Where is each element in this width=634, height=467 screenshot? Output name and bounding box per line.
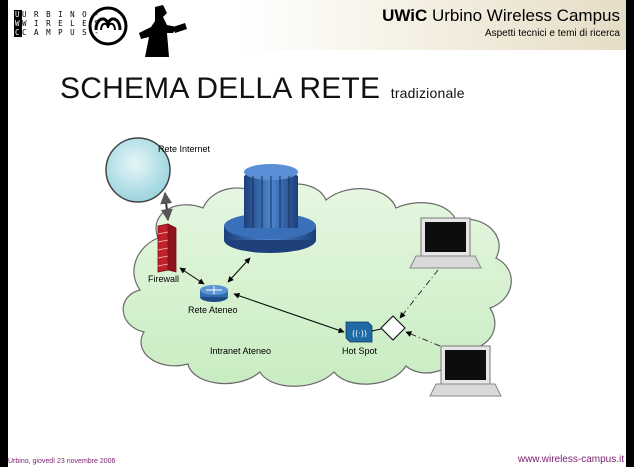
- header-bar: UWiC Urbino Wireless Campus Aspetti tecn…: [238, 0, 626, 50]
- uwic-logo-mark: [88, 6, 128, 46]
- footer-date: Urbino, giovedì 23 novembre 2006: [8, 458, 116, 465]
- logo-line-2: W I R E L E S S: [22, 19, 113, 28]
- link-router-server: [227, 257, 251, 283]
- laptop-icon-bottom: [429, 345, 502, 397]
- link-router-hotspot: [233, 292, 345, 334]
- access-point-diamond-icon: [380, 315, 406, 341]
- logo-line-3: C A M P U S -: [22, 28, 101, 37]
- internet-label: Rete Internet: [158, 144, 211, 154]
- firewall-label: Firewall: [148, 274, 179, 284]
- header-title: UWiC Urbino Wireless Campus: [382, 6, 620, 26]
- header-subtitle: Aspetti tecnici e temi di ricerca: [484, 28, 620, 39]
- footer-url: www.wireless-campus.it: [517, 454, 624, 465]
- router-icon: [200, 285, 228, 302]
- wireless-link-laptop-top: [399, 269, 439, 319]
- internet-globe-icon: [105, 137, 171, 203]
- uwic-logo-text: UU R B I N O - WW I R E L E S S CC A M P…: [14, 10, 113, 37]
- hotspot-label: Hot Spot: [342, 346, 378, 356]
- slide: UU R B I N O - WW I R E L E S S CC A M P…: [8, 0, 626, 467]
- slide-title: SCHEMA DELLA RETE tradizionale: [60, 72, 465, 106]
- link-hotspot-ap: [371, 328, 382, 332]
- slide-title-suffix: tradizionale: [390, 85, 465, 101]
- wireless-link-laptop-bottom: [405, 331, 441, 347]
- header: UU R B I N O - WW I R E L E S S CC A M P…: [8, 0, 626, 58]
- hotspot-icon: ((·)): [345, 321, 373, 343]
- slide-title-main: SCHEMA DELLA RETE: [60, 72, 381, 105]
- duke-figure-icon: [139, 5, 187, 57]
- link-internet-firewall: [160, 191, 173, 222]
- firewall-icon: [157, 223, 177, 273]
- svg-text:((·)): ((·)): [352, 329, 367, 338]
- network-diagram: Rete Internet Firewall: [105, 137, 512, 397]
- intranet-label: Intranet Ateneo: [210, 346, 271, 356]
- server-icon: [224, 164, 316, 253]
- logo-line-1: U R B I N O -: [22, 10, 101, 19]
- router-label: Rete Ateneo: [188, 305, 238, 315]
- link-firewall-router: [179, 267, 205, 285]
- header-title-bold: UWiC: [382, 6, 428, 25]
- laptop-icon-top: [409, 217, 482, 269]
- header-title-rest: Urbino Wireless Campus: [427, 6, 620, 25]
